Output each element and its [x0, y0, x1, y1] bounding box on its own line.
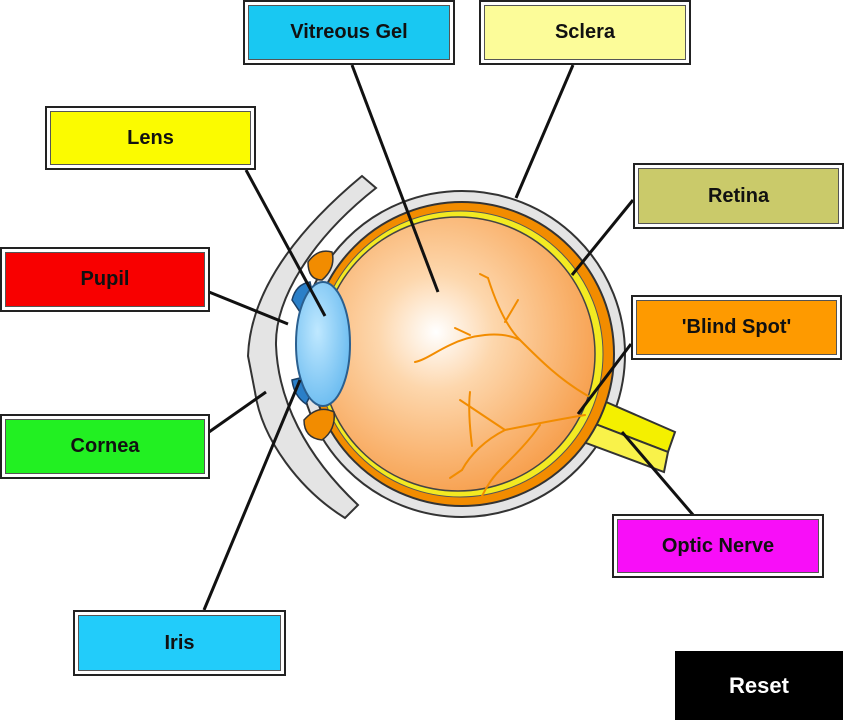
label-sclera-text: Sclera: [484, 5, 686, 60]
label-vitreous-gel[interactable]: Vitreous Gel: [243, 0, 455, 65]
label-retina[interactable]: Retina: [633, 163, 844, 229]
label-vitreous-gel-text: Vitreous Gel: [248, 5, 450, 60]
label-cornea-text: Cornea: [5, 419, 205, 474]
label-optic-nerve-text: Optic Nerve: [617, 519, 819, 573]
label-blind-spot-text: 'Blind Spot': [636, 300, 837, 355]
ciliary-body-bottom: [303, 408, 335, 441]
lens-shape: [295, 281, 351, 407]
label-sclera[interactable]: Sclera: [479, 0, 691, 65]
label-iris[interactable]: Iris: [73, 610, 286, 676]
label-lens[interactable]: Lens: [45, 106, 256, 170]
label-retina-text: Retina: [638, 168, 839, 224]
ciliary-body-top: [307, 250, 334, 281]
label-iris-text: Iris: [78, 615, 281, 671]
blood-vessels: [414, 273, 589, 501]
label-pupil-text: Pupil: [5, 252, 205, 307]
leader-lines: [202, 64, 696, 611]
reset-button[interactable]: Reset: [675, 651, 843, 720]
label-lens-text: Lens: [50, 111, 251, 165]
label-pupil[interactable]: Pupil: [0, 247, 210, 312]
label-blind-spot[interactable]: 'Blind Spot': [631, 295, 842, 360]
vitreous-body: [320, 216, 596, 492]
label-optic-nerve[interactable]: Optic Nerve: [612, 514, 824, 578]
label-cornea[interactable]: Cornea: [0, 414, 210, 479]
